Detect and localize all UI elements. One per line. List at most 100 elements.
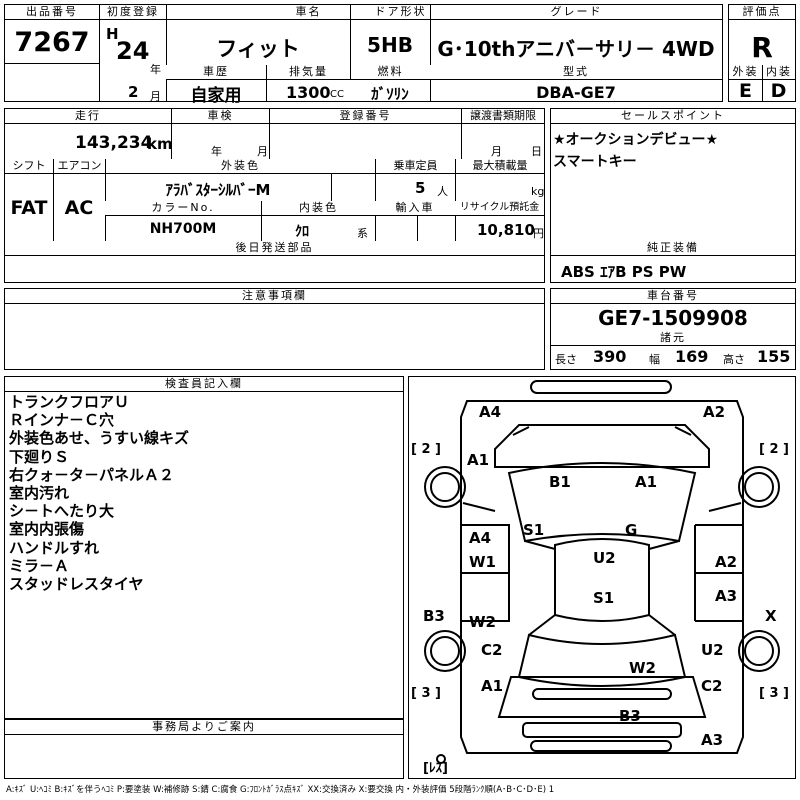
height-label: 高さ [723, 353, 745, 366]
mark-A3-door: A3 [715, 587, 737, 605]
car-outline: A4 A2 A1 B1 A1 S1 G A4 W1 U2 A2 S1 A3 B3… [411, 380, 789, 776]
insp-year-unit: 年 [211, 145, 222, 158]
load-unit: kg [531, 185, 545, 198]
mark-B3-rear: B3 [619, 707, 641, 725]
tire-fr: [ 2 ] [759, 442, 789, 457]
inspection-label: 車検 [171, 109, 269, 124]
model-type: DBA-GE7 [536, 83, 616, 102]
tire-rr: [ 3 ] [759, 686, 789, 701]
displacement-label: 排気量 [266, 65, 350, 80]
sales-label: セールスポイント [551, 109, 795, 124]
ac-label: エアコン [53, 159, 105, 174]
lot-label: 出品番号 [5, 5, 99, 20]
mark-A1-left: A1 [467, 451, 489, 469]
ext-label: 外装 [729, 65, 762, 80]
int-score: D [770, 80, 787, 102]
door-type: 5HB [367, 33, 413, 57]
import-label: 輸入車 [375, 201, 455, 216]
mark-X: X [765, 607, 777, 625]
width-label: 幅 [649, 353, 660, 366]
mark-U2-roof: U2 [593, 549, 616, 567]
mark-S1-pillar: S1 [523, 521, 544, 539]
score-label: 評価点 [729, 5, 795, 20]
displacement: 1300 [286, 83, 331, 102]
recycle-label: リサイクル預託金 [455, 201, 544, 216]
dims-label: 諸元 [551, 331, 795, 346]
sales-item: ★オークションデビュー★ [553, 132, 719, 148]
ac: AC [64, 197, 94, 219]
reg-year: 24 [116, 37, 150, 65]
tire-fl: [ 2 ] [411, 442, 441, 457]
capacity-unit: 人 [437, 185, 448, 198]
length-label: 長さ [555, 353, 577, 366]
mark-A4-door: A4 [469, 529, 491, 547]
score: R [751, 31, 773, 64]
inspector-note: ハンドルすれ [9, 538, 100, 557]
inspector-note: 室内汚れ [9, 484, 70, 503]
mark-S1-roof: S1 [593, 589, 614, 607]
color-no: NH700M [149, 221, 217, 237]
sales-point-box: セールスポイント ★オークションデビュー★ スマートキー 純正装備 ABS ｴｱ… [550, 108, 796, 283]
mark-B3-left: B3 [423, 607, 445, 625]
tire-spare: [ﾚｽ] [423, 761, 448, 776]
mark-G: G [625, 521, 637, 539]
recycle-fee: 10,810 [477, 221, 535, 239]
height: 155 [757, 347, 791, 366]
km-unit: km [147, 135, 173, 153]
office-box: 事務局よりご案内 [4, 719, 404, 779]
mark-A4-front: A4 [479, 403, 501, 421]
grade-label: グレード [430, 5, 722, 20]
transfer-day-unit: 日 [531, 145, 542, 158]
ext-score: E [739, 80, 752, 102]
mark-A2-front: A2 [703, 403, 725, 421]
inspector-note: スタッドレスタイヤ [9, 575, 144, 594]
transfer-month-unit: 月 [491, 145, 502, 158]
era: H [106, 25, 119, 43]
type-label: 型式 [430, 65, 722, 80]
spec-table: 走行 車検 登録番号 譲渡書類期限 143,234 km 年 月 月 日 シフト… [4, 108, 545, 283]
options: ABS ｴｱB PS PW [561, 263, 687, 281]
sales-item: スマートキー [553, 154, 637, 170]
mark-A2-door: A2 [715, 553, 737, 571]
reg-no-label: 登録番号 [269, 109, 461, 124]
shift-label: シフト [5, 159, 53, 174]
notes-label: 注意事項欄 [5, 289, 544, 304]
interior-label: 内装色 [261, 201, 375, 216]
interior-unit: 系 [357, 227, 368, 240]
inspector-label: 検査員記入欄 [5, 377, 403, 392]
chassis-number: GE7-1509908 [598, 306, 748, 330]
later-parts-label: 後日発送部品 [5, 241, 544, 256]
history: 自家用 [190, 86, 242, 106]
load-label: 最大積載量 [455, 159, 544, 174]
mark-W2-rear: W2 [629, 659, 656, 677]
mark-A3-rear: A3 [701, 731, 723, 749]
inspector-note: 室内内張傷 [9, 520, 85, 539]
width: 169 [675, 347, 709, 366]
capacity: 5 [415, 179, 426, 197]
vehicle-header: 初度登録 車名 ドア形状 グレード H 24 年 フィット 5HB G･10th… [99, 4, 723, 106]
int-label: 内装 [762, 65, 795, 80]
inspector-note: トランクフロアＵ [9, 393, 130, 411]
inspector-note: 下廻りＳ [9, 447, 70, 466]
inspector-box: 検査員記入欄 トランクフロアＵ Ｒインナ－Ｃ穴 外装色あせ、うすい線キズ 下廻り… [4, 376, 404, 719]
options-label: 純正装備 [551, 241, 795, 256]
door-label: ドア形状 [350, 5, 450, 20]
shift: FAT [10, 197, 48, 219]
model-name: フィット [216, 37, 300, 61]
month-unit: 月 [150, 90, 161, 103]
history-label: 車歴 [166, 65, 266, 80]
chassis-box: 車台番号 GE7-1509908 諸元 長さ 390 幅 169 高さ 155 [550, 288, 796, 370]
grade: G･10thアニバ－サリ－ 4WD [437, 37, 715, 61]
score-box: 評価点 R 外装 内装 E D [728, 4, 796, 102]
insp-month-unit: 月 [257, 145, 268, 158]
transfer-label: 譲渡書類期限 [461, 109, 544, 124]
color-label: 外装色 [105, 159, 375, 174]
notes-box: 注意事項欄 [4, 288, 545, 370]
mark-W1: W1 [469, 553, 496, 571]
damage-diagram: A4 A2 A1 B1 A1 S1 G A4 W1 U2 A2 S1 A3 B3… [408, 376, 796, 779]
tire-rl: [ 3 ] [411, 686, 441, 701]
inspector-note: 右クォ－タ－パネルＡ２ [9, 465, 175, 484]
legend: A:ｷｽﾞ U:ﾍｺﾐ B:ｷｽﾞを伴うﾍｺﾐ P:要塗装 W:補修跡 S:錆 … [6, 785, 555, 795]
mark-C2-left: C2 [481, 641, 502, 659]
mark-A1-rear: A1 [481, 677, 503, 695]
